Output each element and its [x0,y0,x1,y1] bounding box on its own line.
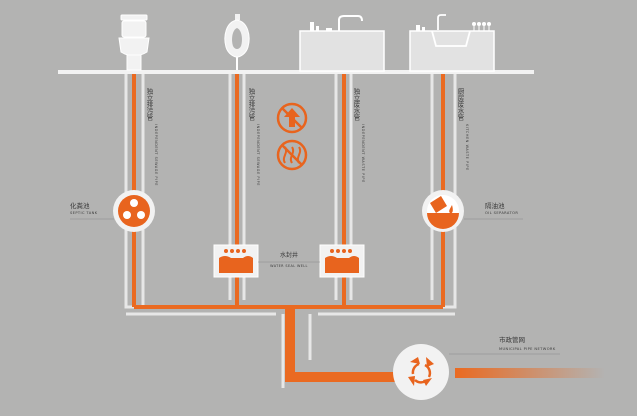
kitchen-sink-icon [409,14,495,72]
septic-tank-label-en: SEPTIC TANK [70,211,98,215]
water-seal-well-left [213,244,259,278]
oil-separator-label-en: OIL SEPARATOR [485,211,518,215]
floor-line [58,70,534,74]
orange-pipe-network [132,74,445,309]
pipe-label-kitchen-en: KITCHEN WASTE PIPE [465,124,469,171]
washbasin-counter-icon [299,15,385,72]
pipe-label-urinal-en: INDEPENDENT SEWAGE PIPE [256,124,260,186]
pipe-label-waste-en: INDEPENDENT WASTE PIPE [361,124,365,183]
seal-well-label-en: WATER SEAL WELL [270,264,308,268]
recycle-icon [408,357,434,386]
septic-tank: 化粪池 SEPTIC TANK [70,190,155,232]
pipe-label-kitchen: 厨房废水管 KITCHEN WASTE PIPE [456,88,469,171]
oil-separator: 隔油池 OIL SEPARATOR [422,190,523,232]
oil-separator-label-zh: 隔油池 [485,201,505,210]
pipe-label-kitchen-zh: 厨房废水管 [456,88,464,122]
septic-tank-label-zh: 化粪池 [70,201,90,210]
sewer-outlet-pipe [285,372,410,382]
pipe-label-urinal: 独立排污管 INDEPENDENT SEWAGE PIPE [247,87,260,186]
urinal-icon [224,14,250,70]
seal-well-label-zh: 水封井 [280,251,298,259]
municipal-network: 市政管网 MUNICIPAL PIPE NETWORK [393,335,560,400]
pipe-label-waste-zh: 独立废水管 [352,87,360,122]
main-sewer-pipe [285,307,295,382]
septic-tank-icon [118,195,150,227]
pipe-label-urinal-zh: 独立排污管 [247,87,255,122]
network-label-en: MUNICIPAL PIPE NETWORK [499,347,556,351]
toilet-icon [118,14,150,71]
water-seal-well-right [319,244,365,278]
no-odor-icon [276,139,308,171]
outflow-fade [455,368,605,378]
network-label-zh: 市政管网 [499,335,525,344]
no-backflow-icon [276,102,308,134]
pipe-label-waste: 独立废水管 INDEPENDENT WASTE PIPE [352,87,365,183]
pipe-label-toilet-zh: 独立排污管 [145,87,153,122]
pipe-label-toilet: 独立排污管 INDEPENDENT SEWAGE PIPE [145,87,158,186]
oil-separator-icon [427,195,459,229]
pipe-label-toilet-en: INDEPENDENT SEWAGE PIPE [154,124,158,186]
